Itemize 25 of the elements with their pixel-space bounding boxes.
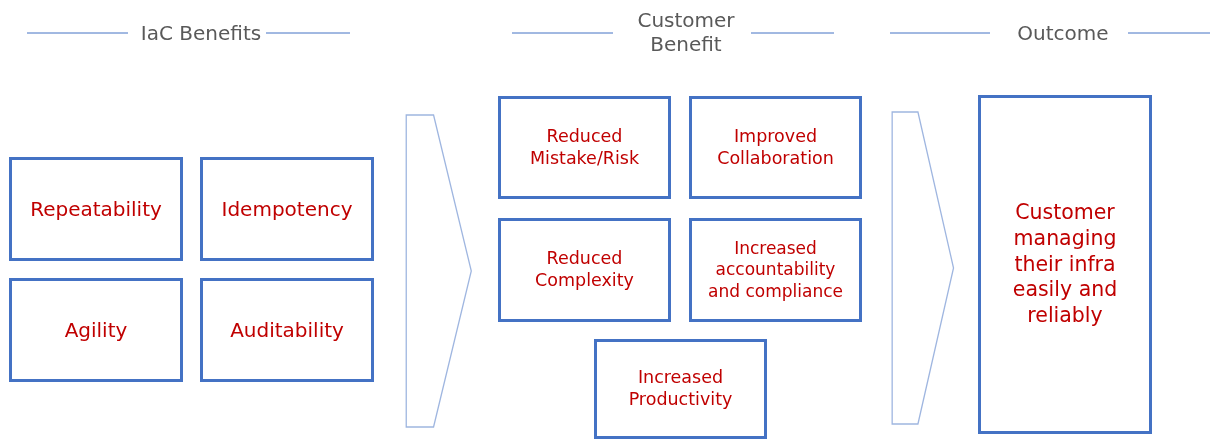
box-text: Customer managing their infra easily and reliably bbox=[1011, 200, 1119, 329]
benefit-box bbox=[978, 95, 1152, 434]
box-text: Reduced Complexity bbox=[534, 248, 635, 292]
box-text: Agility bbox=[63, 317, 129, 343]
box-text: Increased Productivity bbox=[627, 367, 734, 411]
chevron-arrow bbox=[891, 111, 955, 425]
benefit-box bbox=[9, 157, 183, 261]
box-text: Reduced Mistake/Risk bbox=[528, 125, 641, 170]
benefit-box bbox=[689, 218, 862, 322]
column-heading: Outcome bbox=[1016, 21, 1110, 45]
box-text: Repeatability bbox=[29, 196, 163, 222]
column-heading: IaC Benefits bbox=[139, 21, 263, 45]
benefit-box bbox=[200, 278, 374, 382]
box-text: Idempotency bbox=[220, 196, 354, 222]
chevron-arrow bbox=[405, 114, 472, 428]
benefit-box bbox=[594, 339, 767, 439]
column-heading: Customer Benefit bbox=[636, 8, 736, 56]
benefit-box bbox=[200, 157, 374, 261]
box-text: Increased accountability and compliance bbox=[707, 238, 844, 302]
box-text: Improved Collaboration bbox=[716, 125, 835, 170]
benefit-box bbox=[498, 96, 671, 199]
benefit-box bbox=[498, 218, 671, 322]
box-text: Auditability bbox=[229, 317, 345, 343]
benefit-box bbox=[689, 96, 862, 199]
benefit-box bbox=[9, 278, 183, 382]
